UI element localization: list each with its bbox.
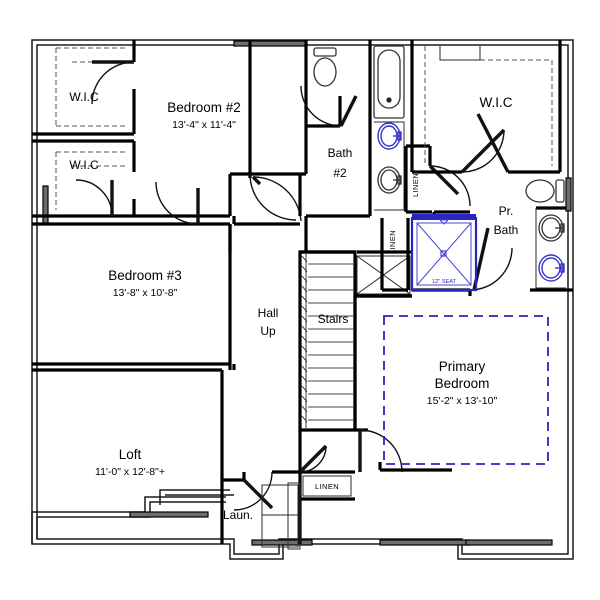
primary-dim: 15'-2" x 13'-10" (427, 395, 498, 407)
sink-icon-prbath-upper (538, 214, 565, 242)
room-name-stairs: Stairs (318, 312, 349, 326)
tray-ceiling-outline (383, 315, 549, 465)
hall-label-line2: Up (260, 324, 276, 338)
shower-prbath: 12" SEAT (410, 214, 478, 292)
sink-icon-bath2-lower (377, 166, 402, 194)
closet-label-linen-upper: LINEN (411, 173, 420, 197)
prbath-label-line2: Bath (494, 223, 519, 237)
stair-stringer-hatch (301, 254, 308, 428)
bathtub-icon-bath2 (373, 45, 405, 119)
primary-name-line2: Bedroom (435, 376, 490, 391)
primary-name-line1: Primary (439, 359, 486, 374)
laundry-appliances-icon (261, 482, 301, 550)
room-loft: Loft 11'-0" x 12'-8"+ (32, 368, 224, 480)
closet-label-linen-hall: LINEN (315, 482, 339, 491)
bath2-label-line2: #2 (333, 166, 347, 180)
room-bath-2: Bath #2 (300, 40, 405, 252)
closet-linen-lower: LINEN (380, 218, 410, 292)
closet-wic-primary: W.I.C (410, 40, 562, 174)
hall-label-line1: Hall (258, 306, 279, 320)
closet-wic-bed2-upper: W.I.C (32, 40, 136, 136)
toilet-icon-bath2 (313, 47, 337, 87)
stair-treads (308, 263, 353, 421)
closet-wic-bed2-lower: W.I.C (32, 139, 136, 218)
room-name-bedroom2: Bedroom #2 (167, 100, 241, 115)
room-name-laundry: Laun. (223, 508, 253, 522)
room-name-loft: Loft (119, 447, 142, 462)
room-name-bedroom3: Bedroom #3 (108, 268, 182, 283)
interior-partitions (228, 364, 302, 472)
closet-label-wic-lower: W.I.C (69, 158, 99, 172)
stairs-assembly: Stairs (298, 250, 357, 432)
closet-label-wic-primary: W.I.C (480, 95, 513, 110)
room-dim-bedroom3: 13'-8" x 10'-8" (113, 287, 178, 299)
room-bedroom-2: Bedroom #2 13'-4" x 11'-4" (134, 40, 306, 222)
closet-linen-upper: LINEN (404, 144, 471, 214)
closet-label-linen-lower: LINEN (388, 230, 397, 254)
room-primary-bedroom: Primary Bedroom 15'-2" x 13'-10" (353, 294, 549, 473)
bath2-label-line1: Bath (328, 146, 353, 160)
sink-icon-bath2-upper (377, 122, 402, 150)
hall-walls (228, 174, 302, 252)
room-bedroom-3: Bedroom #3 13'-8" x 10'-8" (32, 181, 232, 366)
windows (42, 40, 572, 546)
room-laundry: Laun. (220, 470, 302, 550)
toilet-icon-prbath (525, 179, 565, 203)
sink-icon-prbath-lower (538, 254, 565, 282)
room-hall: Hall Up (232, 306, 279, 370)
exterior-bottom-wall (31, 496, 226, 544)
closet-linen-hall: LINEN (298, 444, 355, 501)
prbath-label-line1: Pr. (499, 204, 514, 218)
room-dim-loft: 11'-0" x 12'-8"+ (95, 466, 165, 478)
shower-seat-label: 12" SEAT (432, 279, 457, 285)
room-dim-bedroom2: 13'-4" x 11'-4" (172, 119, 236, 131)
closet-label-wic-upper: W.I.C (69, 90, 99, 104)
